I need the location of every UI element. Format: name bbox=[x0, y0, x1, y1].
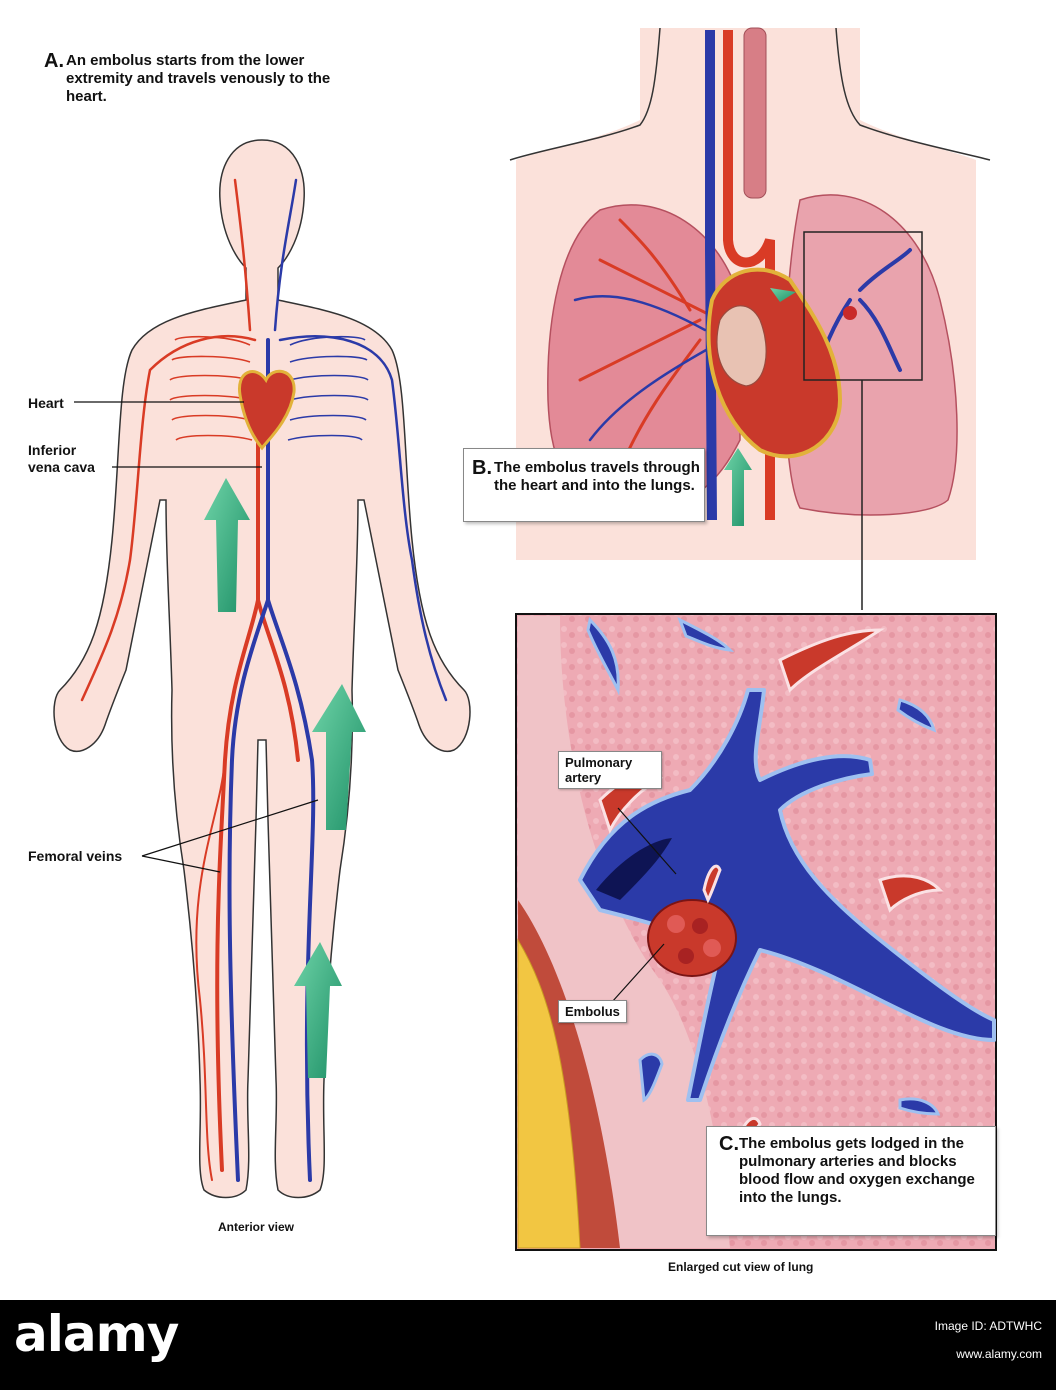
caption-anterior-view: Anterior view bbox=[218, 1220, 295, 1234]
step-c-box: C. The embolus gets lodged in the pulmon… bbox=[706, 1126, 996, 1236]
fat-tissue bbox=[517, 938, 581, 1249]
ribcage bbox=[169, 335, 369, 441]
step-b-box: B. The embolus travels through the heart… bbox=[463, 448, 705, 522]
flow-arrow-heart bbox=[770, 288, 796, 302]
small-veins bbox=[586, 616, 941, 1116]
label-pulmonary-artery: Pulmonary artery bbox=[558, 751, 662, 789]
chest-panel bbox=[509, 27, 991, 610]
label-heart: Heart bbox=[28, 395, 64, 411]
step-b-text: The embolus travels through the heart an… bbox=[494, 459, 700, 494]
pulmonary-artery-branch bbox=[578, 688, 996, 1102]
trachea bbox=[743, 27, 767, 199]
brand-logo: alamy bbox=[14, 1305, 179, 1363]
heart-chamber bbox=[716, 305, 767, 387]
label-ivc-line2: vena cava bbox=[28, 459, 95, 475]
pulmonary-artery-lumen bbox=[596, 838, 672, 900]
zoom-rectangle bbox=[803, 231, 923, 381]
pulmonary-vessels-left bbox=[573, 218, 722, 472]
chest-outline bbox=[509, 27, 661, 161]
step-a-letter: A. bbox=[44, 50, 64, 72]
chest-outline-right bbox=[835, 27, 991, 161]
caption-lung-view: Enlarged cut view of lung bbox=[668, 1260, 814, 1274]
label-embolus: Embolus bbox=[558, 1000, 627, 1023]
label-ivc-line1: Inferior bbox=[28, 442, 77, 458]
heart-shape bbox=[238, 369, 296, 451]
body-silhouette bbox=[53, 139, 471, 1199]
footer-bar bbox=[0, 1300, 1056, 1390]
step-c-text: The embolus gets lodged in the pulmonary… bbox=[739, 1135, 975, 1206]
flow-arrow-calf bbox=[294, 942, 342, 1078]
body-figure bbox=[53, 139, 471, 1199]
aorta bbox=[723, 30, 775, 520]
vena-cava bbox=[705, 30, 717, 521]
flow-arrow-thigh bbox=[312, 684, 366, 830]
leader-lines-a bbox=[74, 401, 319, 873]
site-url: www.alamy.com bbox=[956, 1347, 1042, 1361]
embolus-small bbox=[843, 306, 857, 320]
step-c-letter: C. bbox=[719, 1133, 739, 1155]
illustration bbox=[53, 27, 997, 1251]
flow-arrow-abdomen bbox=[204, 478, 250, 612]
step-a-text: An embolus starts from the lower extremi… bbox=[66, 52, 331, 105]
image-id: Image ID: ADTWHC bbox=[934, 1319, 1042, 1333]
footer-info: Image ID: ADTWHC www.alamy.com bbox=[935, 1312, 1042, 1368]
leader-lines-c bbox=[611, 807, 677, 1003]
flow-arrow-chest bbox=[724, 448, 752, 526]
step-b-letter: B. bbox=[472, 457, 492, 479]
embolus-large bbox=[647, 899, 737, 977]
label-femoral-veins: Femoral veins bbox=[28, 848, 123, 864]
